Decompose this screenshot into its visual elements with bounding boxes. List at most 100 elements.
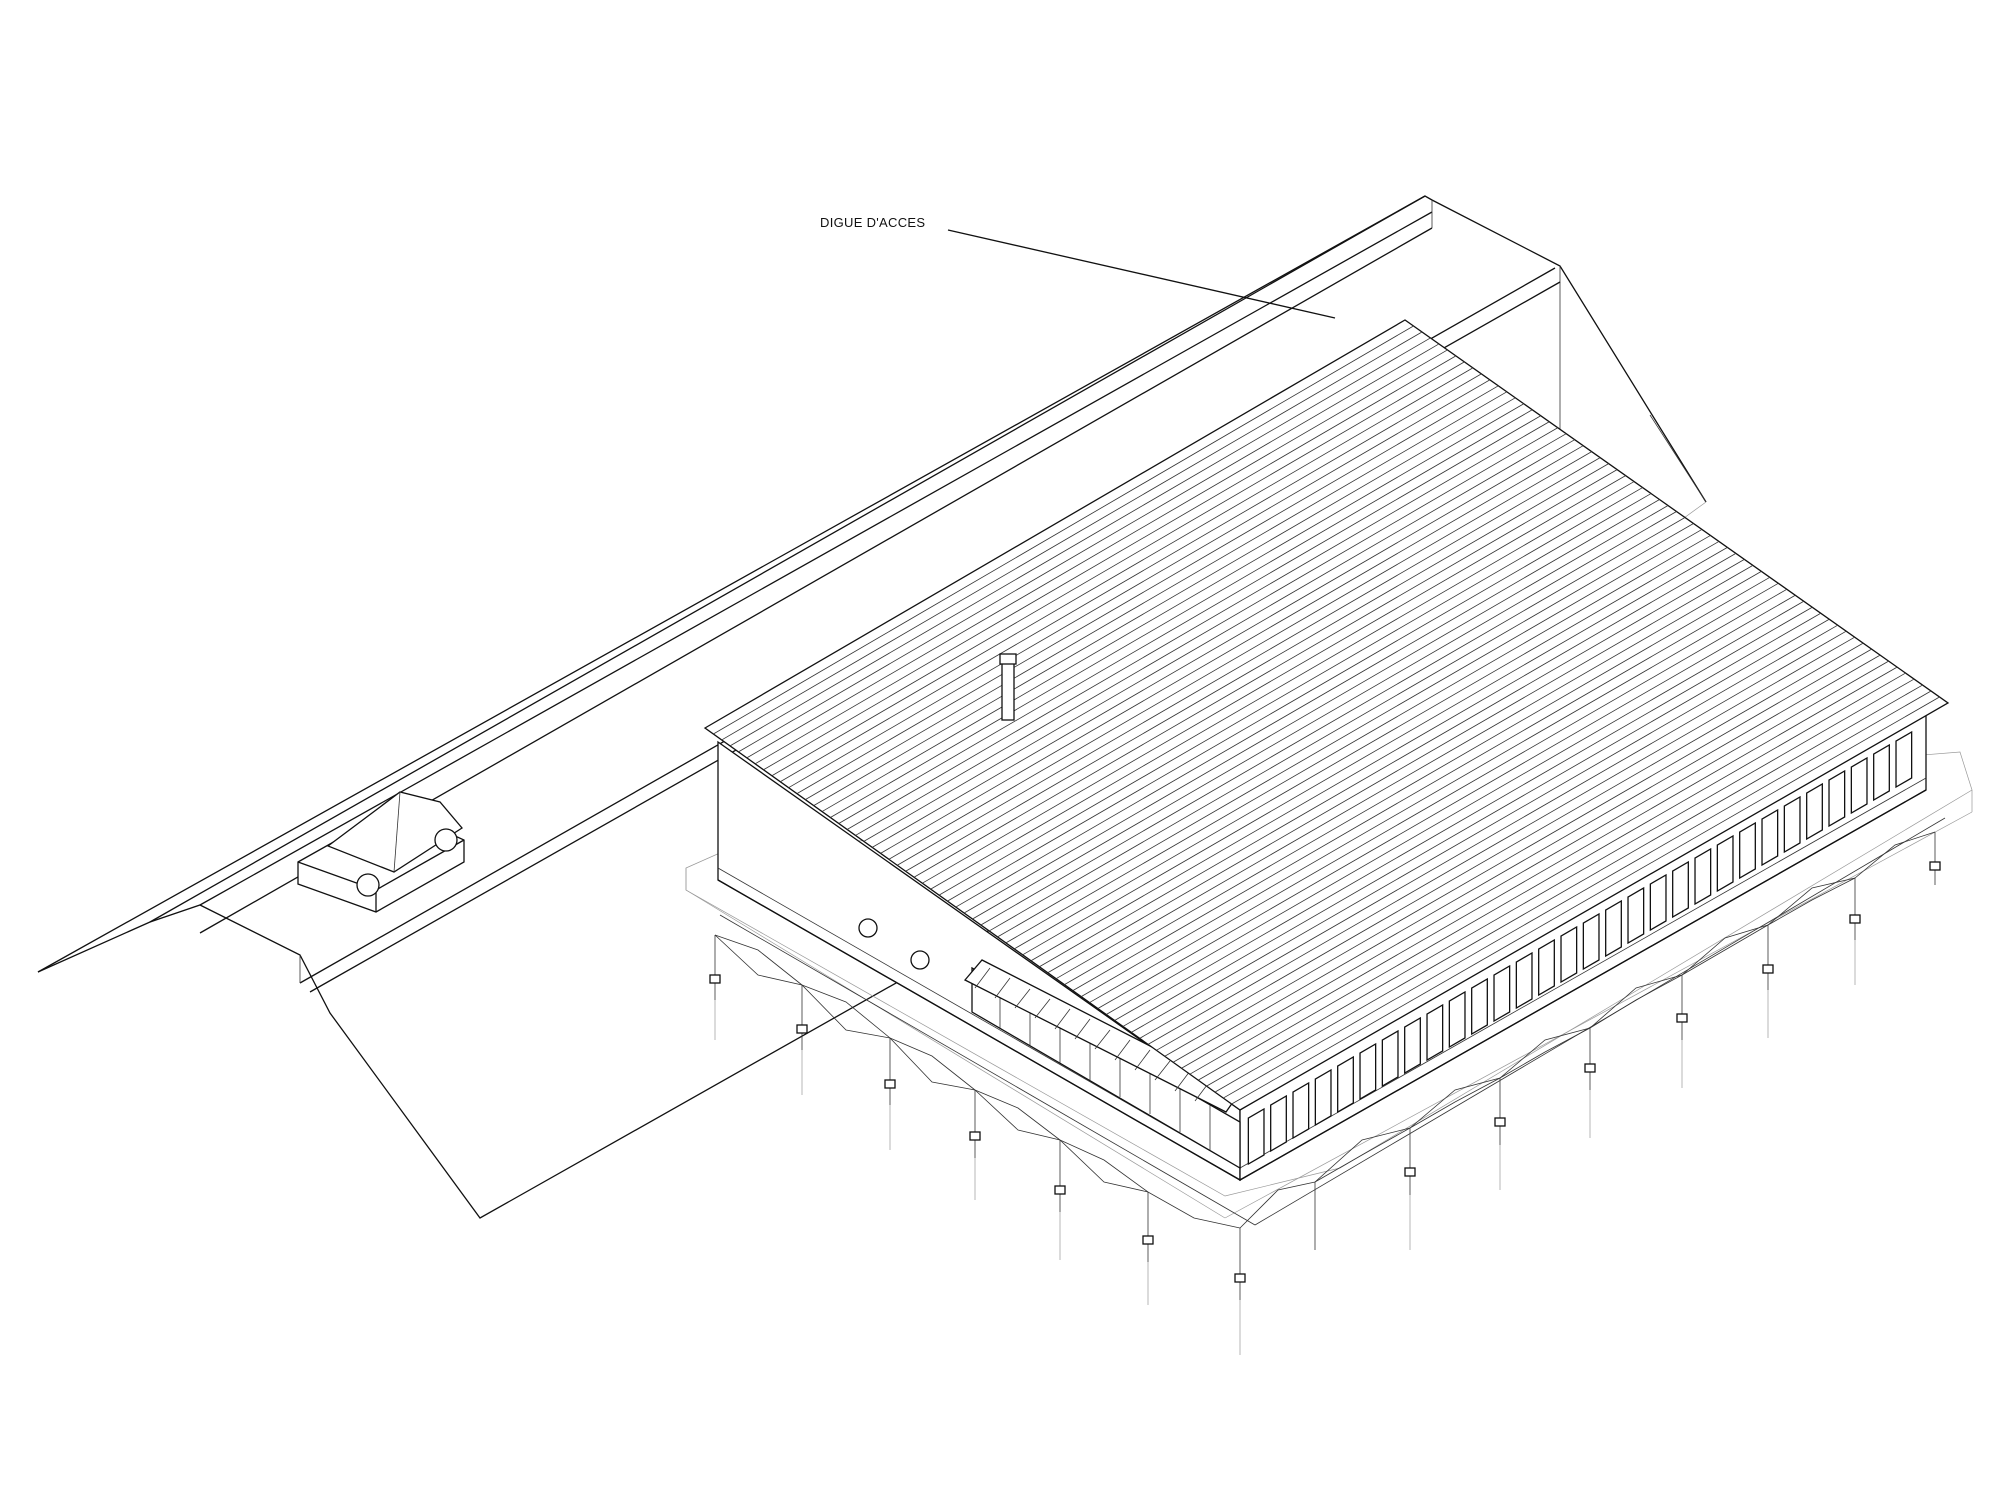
roof-seam-line [989, 523, 1694, 932]
window [1448, 990, 1466, 1049]
roof-seam-line [863, 433, 1567, 842]
roof-seam-line [1181, 660, 1889, 1069]
window [1582, 912, 1600, 971]
roof-seam-line [1206, 678, 1915, 1087]
roof-seam-line [1114, 612, 1821, 1021]
roof-seam-line [1198, 672, 1906, 1081]
roof-seam-line [1139, 630, 1847, 1039]
roof-seam-line [947, 493, 1652, 902]
roof-standing-seams [713, 325, 1940, 1105]
window [1739, 821, 1756, 880]
roof-seam-line [1047, 565, 1754, 974]
window [1314, 1068, 1332, 1127]
roof-seam-line [796, 385, 1499, 795]
roof-seam-line [955, 499, 1660, 908]
window [1426, 1003, 1444, 1062]
window [1895, 730, 1913, 789]
roof-seam-line [780, 373, 1482, 783]
roof-seam-line [846, 421, 1550, 830]
roof-seam-line [963, 505, 1669, 914]
roof-seam-line [721, 331, 1423, 741]
roof-seam-line [1022, 547, 1728, 956]
window [1471, 977, 1488, 1036]
window [1493, 964, 1511, 1023]
roof-seam-line [738, 343, 1440, 753]
window [1649, 873, 1667, 932]
window [1694, 847, 1712, 906]
roof-seam-line [930, 481, 1635, 890]
roof-seam-line [1231, 696, 1940, 1105]
roof-seam-line [972, 511, 1677, 920]
roof-seam-line [913, 469, 1618, 878]
roof-seam-line [888, 451, 1592, 860]
roof-seam-line [1214, 684, 1923, 1093]
roof-seam-line [1223, 690, 1932, 1099]
roof-seam-line [1039, 559, 1745, 968]
window [1873, 743, 1890, 802]
roof-seam-line [1164, 648, 1872, 1057]
roof-seam-line [838, 415, 1541, 824]
roof-seam-line [1122, 618, 1830, 1027]
roof-seam-line [897, 457, 1601, 866]
window [1783, 795, 1801, 854]
roof-seam-line [821, 403, 1524, 812]
roof-seam-line [830, 409, 1533, 818]
roof-seam-line [1147, 636, 1855, 1045]
window [1828, 769, 1846, 828]
roof-seam-line [1080, 588, 1787, 997]
roof-seam-line [1064, 576, 1771, 986]
roof-seam-line [997, 529, 1703, 938]
window [1538, 938, 1555, 997]
window [1247, 1107, 1265, 1166]
roof-seam-line [771, 367, 1474, 777]
window [1716, 834, 1734, 893]
roof-seam-line [1156, 642, 1864, 1051]
window [1560, 925, 1578, 984]
roof-seam-line [1055, 570, 1762, 980]
roof-seam-line [729, 337, 1431, 747]
window [1605, 899, 1622, 958]
window [1404, 1016, 1421, 1075]
roof-seam-line [813, 397, 1516, 806]
window [1850, 756, 1868, 815]
roof-seam-line [1106, 606, 1813, 1015]
roof-seam-line [905, 463, 1609, 872]
roof-seam-line [922, 475, 1626, 884]
roof-seam-line [1097, 600, 1804, 1009]
roof-seam-line [1089, 594, 1796, 1003]
window [1270, 1094, 1287, 1153]
roof-seam-line [746, 349, 1448, 759]
annotation-leader-line [947, 229, 1336, 319]
window [1381, 1029, 1399, 1088]
roof-seam-line [1172, 654, 1881, 1063]
roof-seam-line [938, 487, 1643, 896]
roof-seam-line [788, 379, 1491, 789]
roof-vent [999, 653, 1017, 721]
roof-seam-line [1189, 666, 1898, 1075]
window [1761, 808, 1779, 867]
window [1806, 782, 1823, 841]
window [1515, 951, 1533, 1010]
roof-seam-line [880, 445, 1584, 854]
window [1337, 1055, 1354, 1114]
window [1672, 860, 1689, 919]
roof-seam-line [855, 427, 1558, 836]
car [297, 791, 465, 913]
pile-supports [709, 831, 1941, 1355]
roof-seam-line [754, 355, 1457, 765]
roof [703, 319, 1950, 1111]
roof-seam-line [1014, 541, 1720, 950]
roof-seam-line [805, 391, 1508, 800]
access-dike-label: DIGUE D'ACCES [820, 215, 926, 230]
window [1627, 886, 1645, 945]
roof-seam-line [1005, 535, 1711, 944]
front-wall-windows [1247, 730, 1913, 1166]
roof-seam-line [871, 439, 1575, 848]
roof-seam-line [980, 517, 1686, 926]
roof-seam-line [1030, 553, 1737, 962]
roof-seam-line [763, 361, 1465, 771]
window [1359, 1042, 1377, 1101]
roof-seam-line [1072, 582, 1779, 991]
roof-seam-line [1131, 624, 1838, 1033]
